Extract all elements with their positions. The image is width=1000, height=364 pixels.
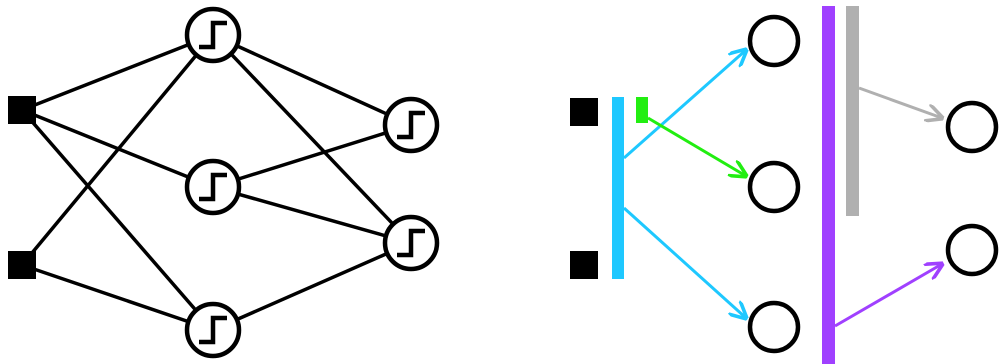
purple-bus [822, 6, 942, 364]
left-connections [20, 33, 413, 332]
gray-bus-bar [846, 6, 859, 216]
edge-in1-h3 [20, 108, 215, 332]
green-bus-bar [636, 97, 648, 123]
step-function-icon [199, 315, 227, 345]
left-output-node-1 [382, 96, 440, 154]
edge-h1-o1 [212, 33, 412, 127]
left-hidden-node-2 [184, 158, 242, 216]
gray-bus [846, 6, 942, 216]
right-input-node-1 [570, 98, 598, 126]
edge-h2-o2 [212, 185, 412, 245]
right-hidden-node-3 [747, 300, 801, 354]
edge-h2-o1 [212, 123, 412, 189]
step-function-icon [199, 172, 227, 202]
green-bus [636, 97, 746, 176]
edge-h1-o2 [211, 33, 413, 245]
step-function-icon [397, 228, 425, 258]
left-network [8, 6, 440, 359]
right-output-node-1 [945, 100, 999, 154]
cyan-arrow-to-hidden-1 [623, 50, 746, 160]
left-input-node-2 [8, 251, 36, 279]
step-function-icon [199, 20, 227, 50]
purple-arrow-to-output-2 [834, 264, 942, 328]
gray-arrow-to-output-1 [858, 86, 942, 118]
left-input-node-1 [8, 96, 36, 124]
green-arrow-to-hidden-2 [647, 116, 746, 176]
purple-bus-bar [822, 6, 835, 364]
cyan-bus [612, 50, 746, 318]
right-input-node-2 [570, 251, 598, 279]
cyan-arrow-to-hidden-3 [622, 206, 746, 318]
right-hidden-node-1 [747, 14, 801, 68]
cyan-bus-bar [612, 97, 624, 279]
right-hidden-node-2 [747, 160, 801, 214]
right-output-node-2 [945, 223, 999, 277]
step-function-icon [397, 110, 425, 140]
left-hidden-node-1 [184, 6, 242, 64]
left-hidden-node-3 [184, 301, 242, 359]
edge-in2-h1 [20, 33, 215, 267]
left-output-node-2 [382, 214, 440, 272]
edge-h3-o2 [212, 241, 412, 332]
edge-in2-h3 [21, 263, 214, 332]
edge-in1-h1 [21, 33, 214, 112]
right-network [570, 6, 999, 364]
